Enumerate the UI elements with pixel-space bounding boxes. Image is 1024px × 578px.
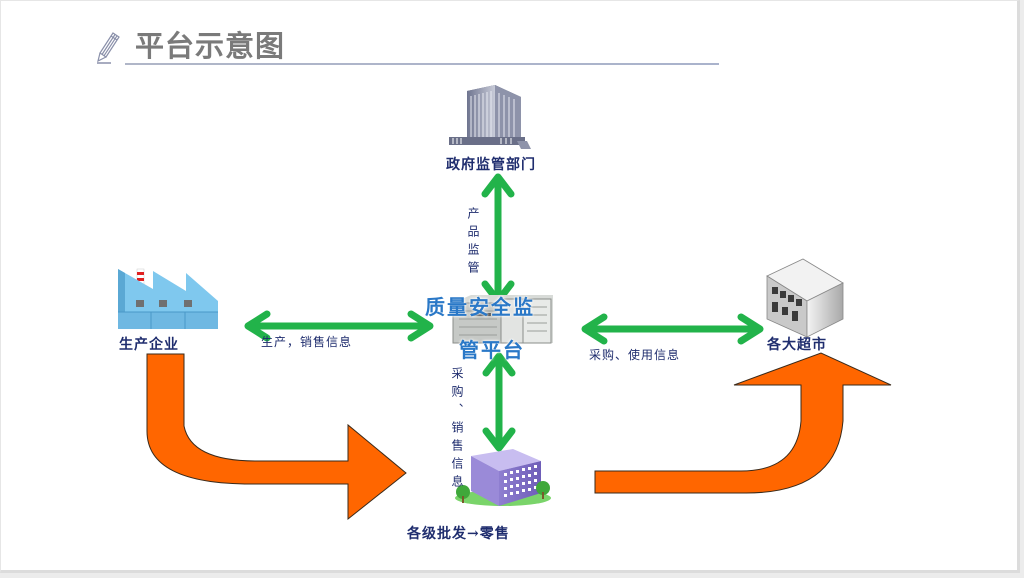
info-arrow-platform-wholesale — [482, 352, 516, 452]
node-label-government: 政府监管部门 — [446, 157, 536, 173]
office-tower-icon — [449, 85, 531, 149]
info-arrow-platform-supermarket — [581, 313, 764, 345]
edge-label-platform-wholesale: 采购、销售信息 — [450, 367, 464, 493]
factory-icon — [118, 268, 218, 329]
edge-label-gov-platform: 产品监管 — [466, 207, 480, 279]
page-title: 平台示意图 — [135, 29, 286, 63]
node-label-wholesale: 各级批发→零售 — [407, 526, 510, 542]
node-label-supermarket: 各大超市 — [767, 337, 827, 353]
office-building-icon — [455, 449, 551, 506]
info-arrow-gov-platform — [481, 173, 515, 305]
store-building-icon — [766, 258, 844, 338]
pencil-icon — [97, 32, 120, 64]
platform-label-line2: 管平台 — [459, 338, 525, 362]
platform-label-line1: 质量安全监 — [425, 295, 535, 319]
title-underline — [125, 63, 719, 65]
node-label-producer: 生产企业 — [119, 337, 179, 353]
edge-label-platform-supermarket: 采购、使用信息 — [589, 348, 681, 362]
flow-arrow-producer-to-wholesale — [146, 353, 407, 521]
info-arrow-producer-platform — [244, 310, 434, 342]
flow-arrow-wholesale-to-supermarket — [594, 352, 892, 494]
edge-label-producer-platform: 生产，销售信息 — [261, 335, 353, 349]
server-icon — [452, 295, 553, 344]
